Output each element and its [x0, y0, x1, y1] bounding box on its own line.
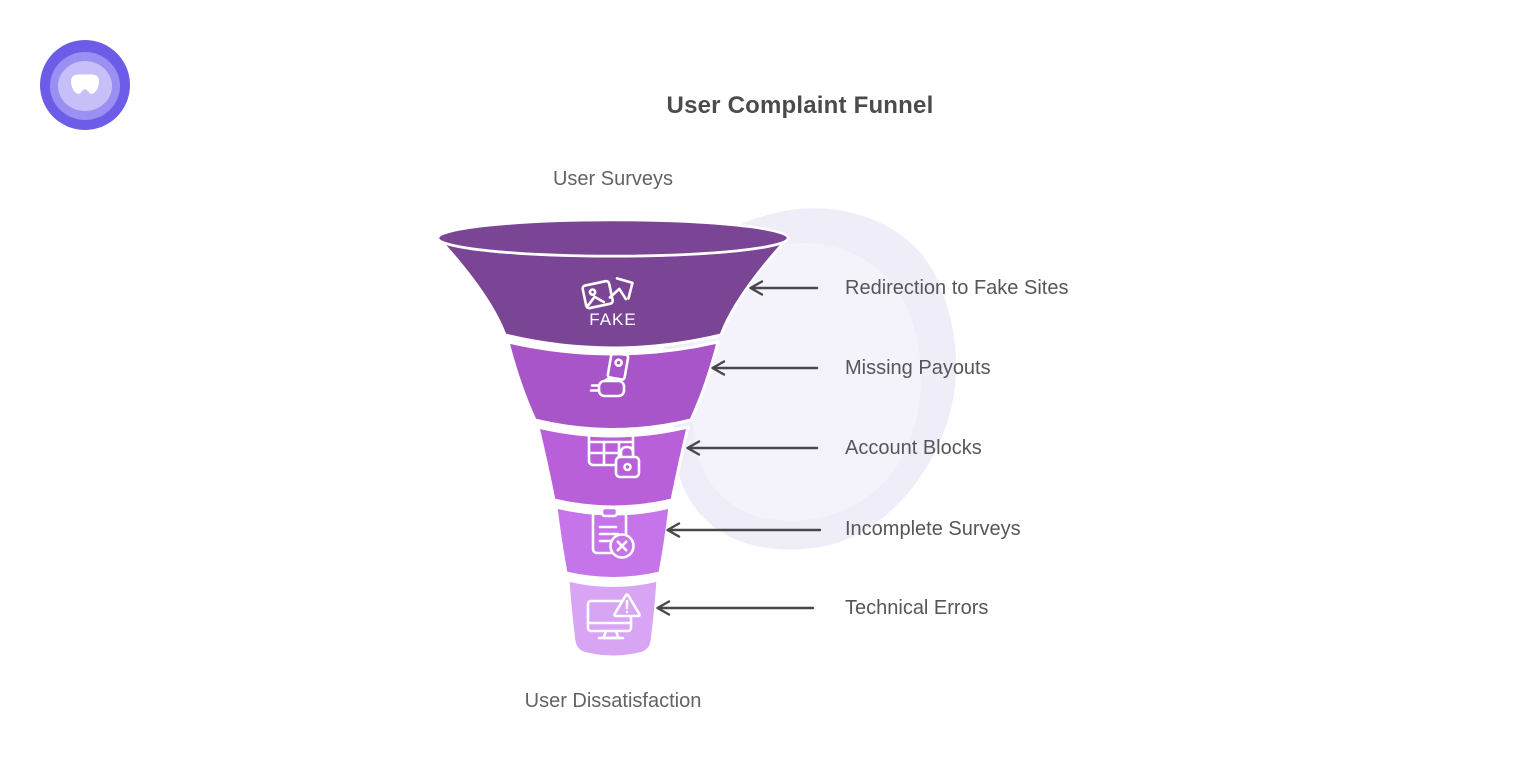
stage-arrow-2	[711, 360, 819, 376]
background-blob-inner	[692, 243, 922, 521]
stage-label-2: Missing Payouts	[845, 357, 991, 379]
stage-label-3: Account Blocks	[845, 437, 982, 459]
stage-arrow-4	[666, 522, 822, 538]
stage-label-4: Incomplete Surveys	[845, 518, 1021, 540]
hand-money-icon	[589, 351, 630, 398]
brand-logo	[40, 40, 130, 130]
funnel-chart: FAKE	[436, 208, 957, 659]
funnel-top-label: User Surveys	[552, 168, 674, 190]
diagram-title: User Complaint Funnel	[666, 92, 934, 119]
stage-label-5: Technical Errors	[845, 597, 989, 619]
stage-arrow-5	[656, 600, 815, 616]
funnel-stage-3	[536, 425, 690, 509]
table-lock-icon	[587, 429, 641, 479]
funnel-stage-5	[566, 578, 660, 659]
stage-label-1: Redirection to Fake Sites	[845, 277, 1069, 299]
clipboard-x-icon	[591, 506, 635, 559]
fake-badge-text: FAKE	[589, 310, 636, 329]
funnel-bottom-label: User Dissatisfaction	[524, 690, 702, 712]
funnel-stage-2	[506, 340, 720, 431]
tooth-icon	[71, 74, 99, 94]
fake-photos-icon: FAKE	[581, 277, 636, 329]
stage-arrow-3	[686, 440, 819, 456]
monitor-warning-icon	[586, 593, 641, 640]
stage-arrow-1	[749, 280, 819, 296]
funnel-mouth-ellipse	[436, 218, 790, 258]
